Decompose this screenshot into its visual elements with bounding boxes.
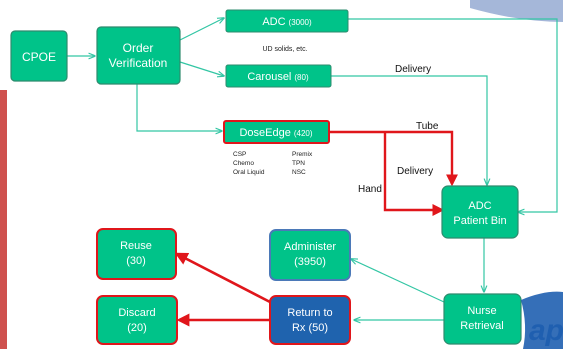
arrow-verification-to-adc (179, 18, 224, 41)
ud-solids-note: UD solids, etc. (262, 46, 307, 53)
discard-line2: (20) (127, 322, 147, 334)
arrow-doseedge-hand (383, 132, 445, 216)
arrow-verification-to-doseedge (136, 84, 222, 131)
type-oral-liquid: Oral Liquid (233, 169, 265, 176)
node-administer: Administer (3950) (269, 229, 351, 281)
node-reuse: Reuse (30) (96, 228, 177, 280)
doseedge-name: DoseEdge (239, 127, 290, 139)
delivery-mid-label: Delivery (397, 166, 433, 177)
reuse-line1: Reuse (120, 240, 152, 252)
arrow-verification-to-carousel (179, 61, 224, 76)
type-tpn: TPN (292, 160, 305, 167)
adc-count: (3000) (289, 18, 312, 27)
order-verification-line1: Order (123, 41, 154, 55)
patient-bin-line1: ADC (468, 200, 491, 212)
node-carousel: Carousel(80) (225, 64, 332, 88)
carousel-name: Carousel (247, 71, 291, 83)
node-return-to-rx: Return to Rx (50) (269, 295, 351, 345)
hand-label: Hand (358, 184, 382, 195)
administer-line1: Administer (284, 241, 336, 253)
corner-logo: ap (521, 291, 563, 349)
type-chemo: Chemo (233, 160, 254, 167)
patient-bin-line2: Patient Bin (453, 215, 506, 227)
doseedge-types: CSP Chemo Oral Liquid Premix TPN NSC (233, 151, 313, 176)
type-nsc: NSC (292, 169, 306, 176)
node-doseedge: DoseEdge (420) (223, 120, 330, 144)
arrow-nurse-to-administer (351, 259, 445, 303)
arrow-return-to-reuse (174, 252, 271, 304)
type-csp: CSP (233, 151, 246, 158)
carousel-label: Carousel(80) (247, 71, 309, 83)
doseedge-label: DoseEdge (420) (239, 127, 312, 139)
adc-label: ADC (3000) (262, 16, 312, 28)
node-order-verification: Order Verification (96, 26, 181, 85)
node-adc: ADC (3000) (225, 9, 349, 33)
doseedge-count: (420) (294, 129, 313, 138)
corner-decoration (470, 0, 563, 22)
node-nurse-retrieval: Nurse Retrieval (443, 293, 522, 345)
nurse-line2: Retrieval (460, 320, 503, 332)
node-adc-patient-bin: ADC Patient Bin (441, 185, 519, 239)
logo-text: ap (529, 314, 563, 347)
arrow-adc-to-patient-bin (348, 18, 558, 212)
carousel-count: (80) (294, 73, 309, 82)
tube-label: Tube (416, 121, 439, 132)
return-line1: Return to (287, 307, 332, 319)
discard-line1: Discard (118, 307, 155, 319)
node-discard: Discard (20) (96, 295, 178, 345)
adc-name: ADC (262, 16, 285, 28)
arrow-carousel-to-patient-bin (331, 75, 487, 185)
nurse-line1: Nurse (467, 305, 496, 317)
connectors (67, 18, 558, 320)
arrow-doseedge-tube (329, 130, 458, 187)
delivery-top-label: Delivery (395, 64, 431, 75)
type-premix: Premix (292, 151, 313, 158)
administer-line2: (3950) (294, 256, 326, 268)
return-line2: Rx (50) (292, 322, 328, 334)
node-cpoe: CPOE (10, 30, 68, 82)
left-accent-strip (0, 90, 7, 349)
cpoe-label: CPOE (22, 50, 56, 64)
order-verification-line2: Verification (109, 56, 168, 70)
red-flow (174, 130, 458, 327)
reuse-line2: (30) (126, 255, 146, 267)
